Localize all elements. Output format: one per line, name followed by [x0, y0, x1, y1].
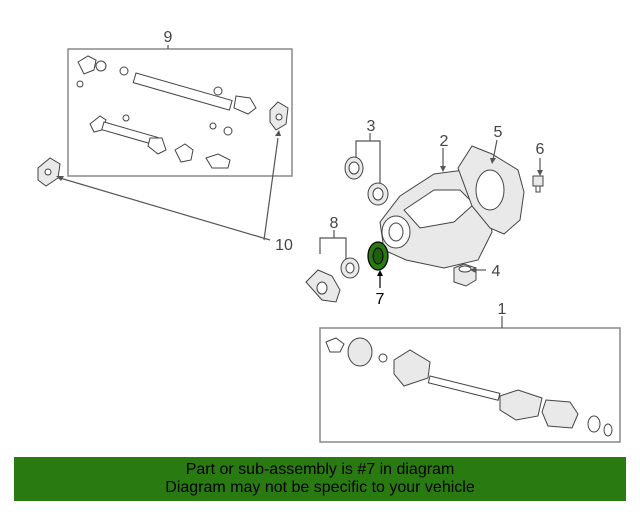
half-shaft-box: 1: [319, 301, 621, 443]
leader-10: [56, 130, 281, 241]
flange-right-icon: [269, 101, 289, 131]
half-shaft-icon: [325, 337, 613, 437]
carrier-cover-icon: [457, 145, 525, 235]
callout-8: 8: [330, 215, 339, 232]
bolt-icon: [532, 175, 544, 193]
flange-left-icon: [37, 157, 61, 187]
callout-3: 3: [367, 118, 376, 135]
banner-line-1: Part or sub-assembly is #7 in diagram: [185, 461, 455, 478]
callout-2: 2: [440, 133, 449, 150]
upper-driveshaft-icon: [76, 55, 257, 115]
info-banner: Part or sub-assembly is #7 in diagram Di…: [14, 457, 626, 501]
bearing-pair-icon: [344, 133, 389, 206]
differential-carrier-icon: [379, 169, 493, 269]
mount-bushing-icon: [453, 263, 477, 287]
callout-6: 6: [536, 141, 545, 158]
callout-4: 4: [492, 263, 501, 280]
callout-5: 5: [494, 124, 503, 141]
callout-9: 9: [164, 29, 173, 46]
oil-seal-icon: [367, 241, 389, 271]
callout-1: 1: [498, 301, 507, 318]
lower-driveshaft-icon: [89, 114, 233, 169]
callout-10: 10: [275, 237, 293, 254]
driveshaft-kit-box: 9: [67, 29, 293, 177]
side-bearing-icon: [305, 230, 360, 303]
banner-line-2: Diagram may not be specific to your vehi…: [165, 479, 475, 496]
callout-7: 7: [376, 291, 385, 308]
